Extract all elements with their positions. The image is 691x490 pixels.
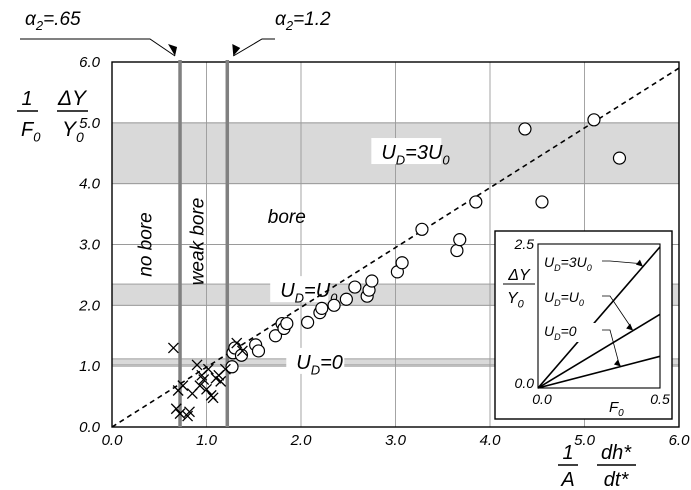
x-tick-label-2: 2.0 — [290, 432, 313, 449]
inset-y-tick-label-1: 2.5 — [514, 236, 535, 252]
x-point-6 — [184, 406, 195, 418]
band-label-0: UD=3U0 — [381, 142, 450, 168]
circle-point-6 — [268, 329, 283, 343]
y-tick-label-6: 6.0 — [79, 54, 101, 71]
circle-point-15 — [348, 280, 362, 294]
x-point-0 — [167, 342, 179, 354]
band-label-bg-1 — [270, 276, 329, 303]
circle-point-14 — [339, 292, 353, 306]
circle-point-26 — [535, 195, 549, 209]
inset-label-bg-1 — [542, 289, 600, 308]
inset-label-bg-2 — [542, 323, 600, 342]
inset-leader-2 — [602, 329, 620, 364]
y-axis-label-den: F0 — [21, 119, 41, 145]
threshold-label-1: α2=1.2 — [275, 9, 331, 33]
x-point-11 — [198, 374, 210, 386]
y-tick-label-0: 0.0 — [79, 419, 101, 436]
band-label-bg-2 — [286, 347, 345, 374]
x-tick-label-0: 0.0 — [102, 432, 124, 449]
inset-y-tick-label-0: 0.0 — [515, 375, 535, 391]
circle-point-23 — [453, 233, 467, 247]
x-point-9 — [194, 380, 206, 392]
circle-point-10 — [301, 315, 315, 329]
band-label-1: UD=U0 — [280, 280, 338, 306]
x-point-8 — [191, 359, 203, 371]
x-point-3 — [174, 408, 186, 420]
region-label-1: weak bore — [188, 198, 209, 286]
circle-point-13 — [327, 298, 341, 312]
circle-point-27 — [587, 113, 601, 127]
inset-y-axis-label-den: Y0 — [507, 290, 525, 310]
y-tick-label-4: 4.0 — [79, 176, 101, 193]
x-point-21 — [236, 345, 248, 357]
circle-point-2 — [225, 360, 239, 374]
x-axis-label-den: A — [560, 469, 574, 490]
plot-frame — [111, 61, 680, 428]
x-axis-label-num: 1 — [562, 442, 573, 464]
inset-y-axis-label-num: ΔY — [507, 267, 531, 284]
inset-arrowhead-1 — [626, 323, 634, 331]
x-point-4 — [177, 380, 189, 392]
x-point-15 — [207, 392, 219, 404]
inset-series-label-1: UD=U0 — [544, 289, 584, 308]
circle-point-25 — [518, 122, 532, 136]
inset-series-label-0: UD=3U0 — [544, 254, 592, 273]
x-tick-label-3: 3.0 — [385, 432, 407, 449]
y-tick-label-5: 5.0 — [79, 115, 101, 132]
band-label-2: UD=0 — [296, 352, 343, 378]
region-label-0: no bore — [136, 212, 157, 276]
x-point-13 — [202, 363, 214, 375]
inset-line-0 — [537, 246, 661, 389]
inset-line-2 — [537, 355, 661, 389]
region-label-2: bore — [268, 207, 306, 228]
x-point-18 — [215, 375, 227, 387]
threshold-label-0: α2=.65 — [25, 9, 81, 33]
x-tick-label-5: 5.0 — [574, 432, 596, 449]
y-tick-label-2: 2.0 — [78, 297, 101, 314]
circle-point-5 — [251, 344, 266, 358]
y-tick-label-1: 1.0 — [79, 358, 101, 375]
circle-point-22 — [450, 243, 464, 258]
x-tick-label-6: 6.0 — [669, 432, 691, 449]
inset-arrowhead-2 — [613, 359, 621, 367]
x-point-2 — [170, 403, 182, 415]
threshold-arrowhead-0 — [168, 44, 178, 56]
inset-leader-0 — [602, 260, 641, 265]
inset-series-label-2: UD=0 — [544, 323, 577, 342]
inset-x-axis-label: F0 — [609, 399, 624, 419]
x-axis-label-frac-den: dt* — [604, 469, 630, 490]
inset-label-bg-0 — [542, 254, 600, 273]
inset-line-1 — [537, 313, 661, 389]
threshold-leader-1 — [233, 38, 275, 57]
x-point-20 — [231, 337, 243, 349]
circle-point-9 — [280, 316, 294, 331]
inset-leader-1 — [602, 295, 632, 328]
y-axis-label-frac-num: ΔY — [57, 87, 88, 110]
circle-point-20 — [395, 256, 409, 270]
circle-point-28 — [612, 151, 627, 165]
inset-x-tick-label-0: 0.0 — [532, 391, 552, 407]
y-axis-label-num: 1 — [21, 88, 32, 110]
circle-point-12 — [315, 301, 329, 315]
inset-x-tick-label-1: 0.5 — [650, 391, 670, 407]
x-tick-label-4: 4.0 — [480, 432, 502, 449]
x-point-12 — [201, 383, 212, 395]
y-axis-label-frac-den: Y0 — [62, 118, 84, 145]
band-label-bg-0 — [371, 138, 442, 165]
circle-point-24 — [469, 195, 483, 209]
inset-frame — [537, 243, 661, 389]
circle-point-18 — [365, 274, 379, 288]
x-axis-label-frac-num: dh* — [601, 442, 632, 464]
x-point-19 — [219, 363, 231, 375]
x-tick-label-1: 1.0 — [196, 432, 218, 449]
threshold-arrowhead-1 — [232, 44, 241, 56]
inset-arrowhead-0 — [635, 259, 643, 267]
y-tick-label-3: 3.0 — [79, 237, 101, 254]
circle-point-21 — [415, 222, 429, 236]
threshold-leader-0 — [20, 38, 176, 57]
